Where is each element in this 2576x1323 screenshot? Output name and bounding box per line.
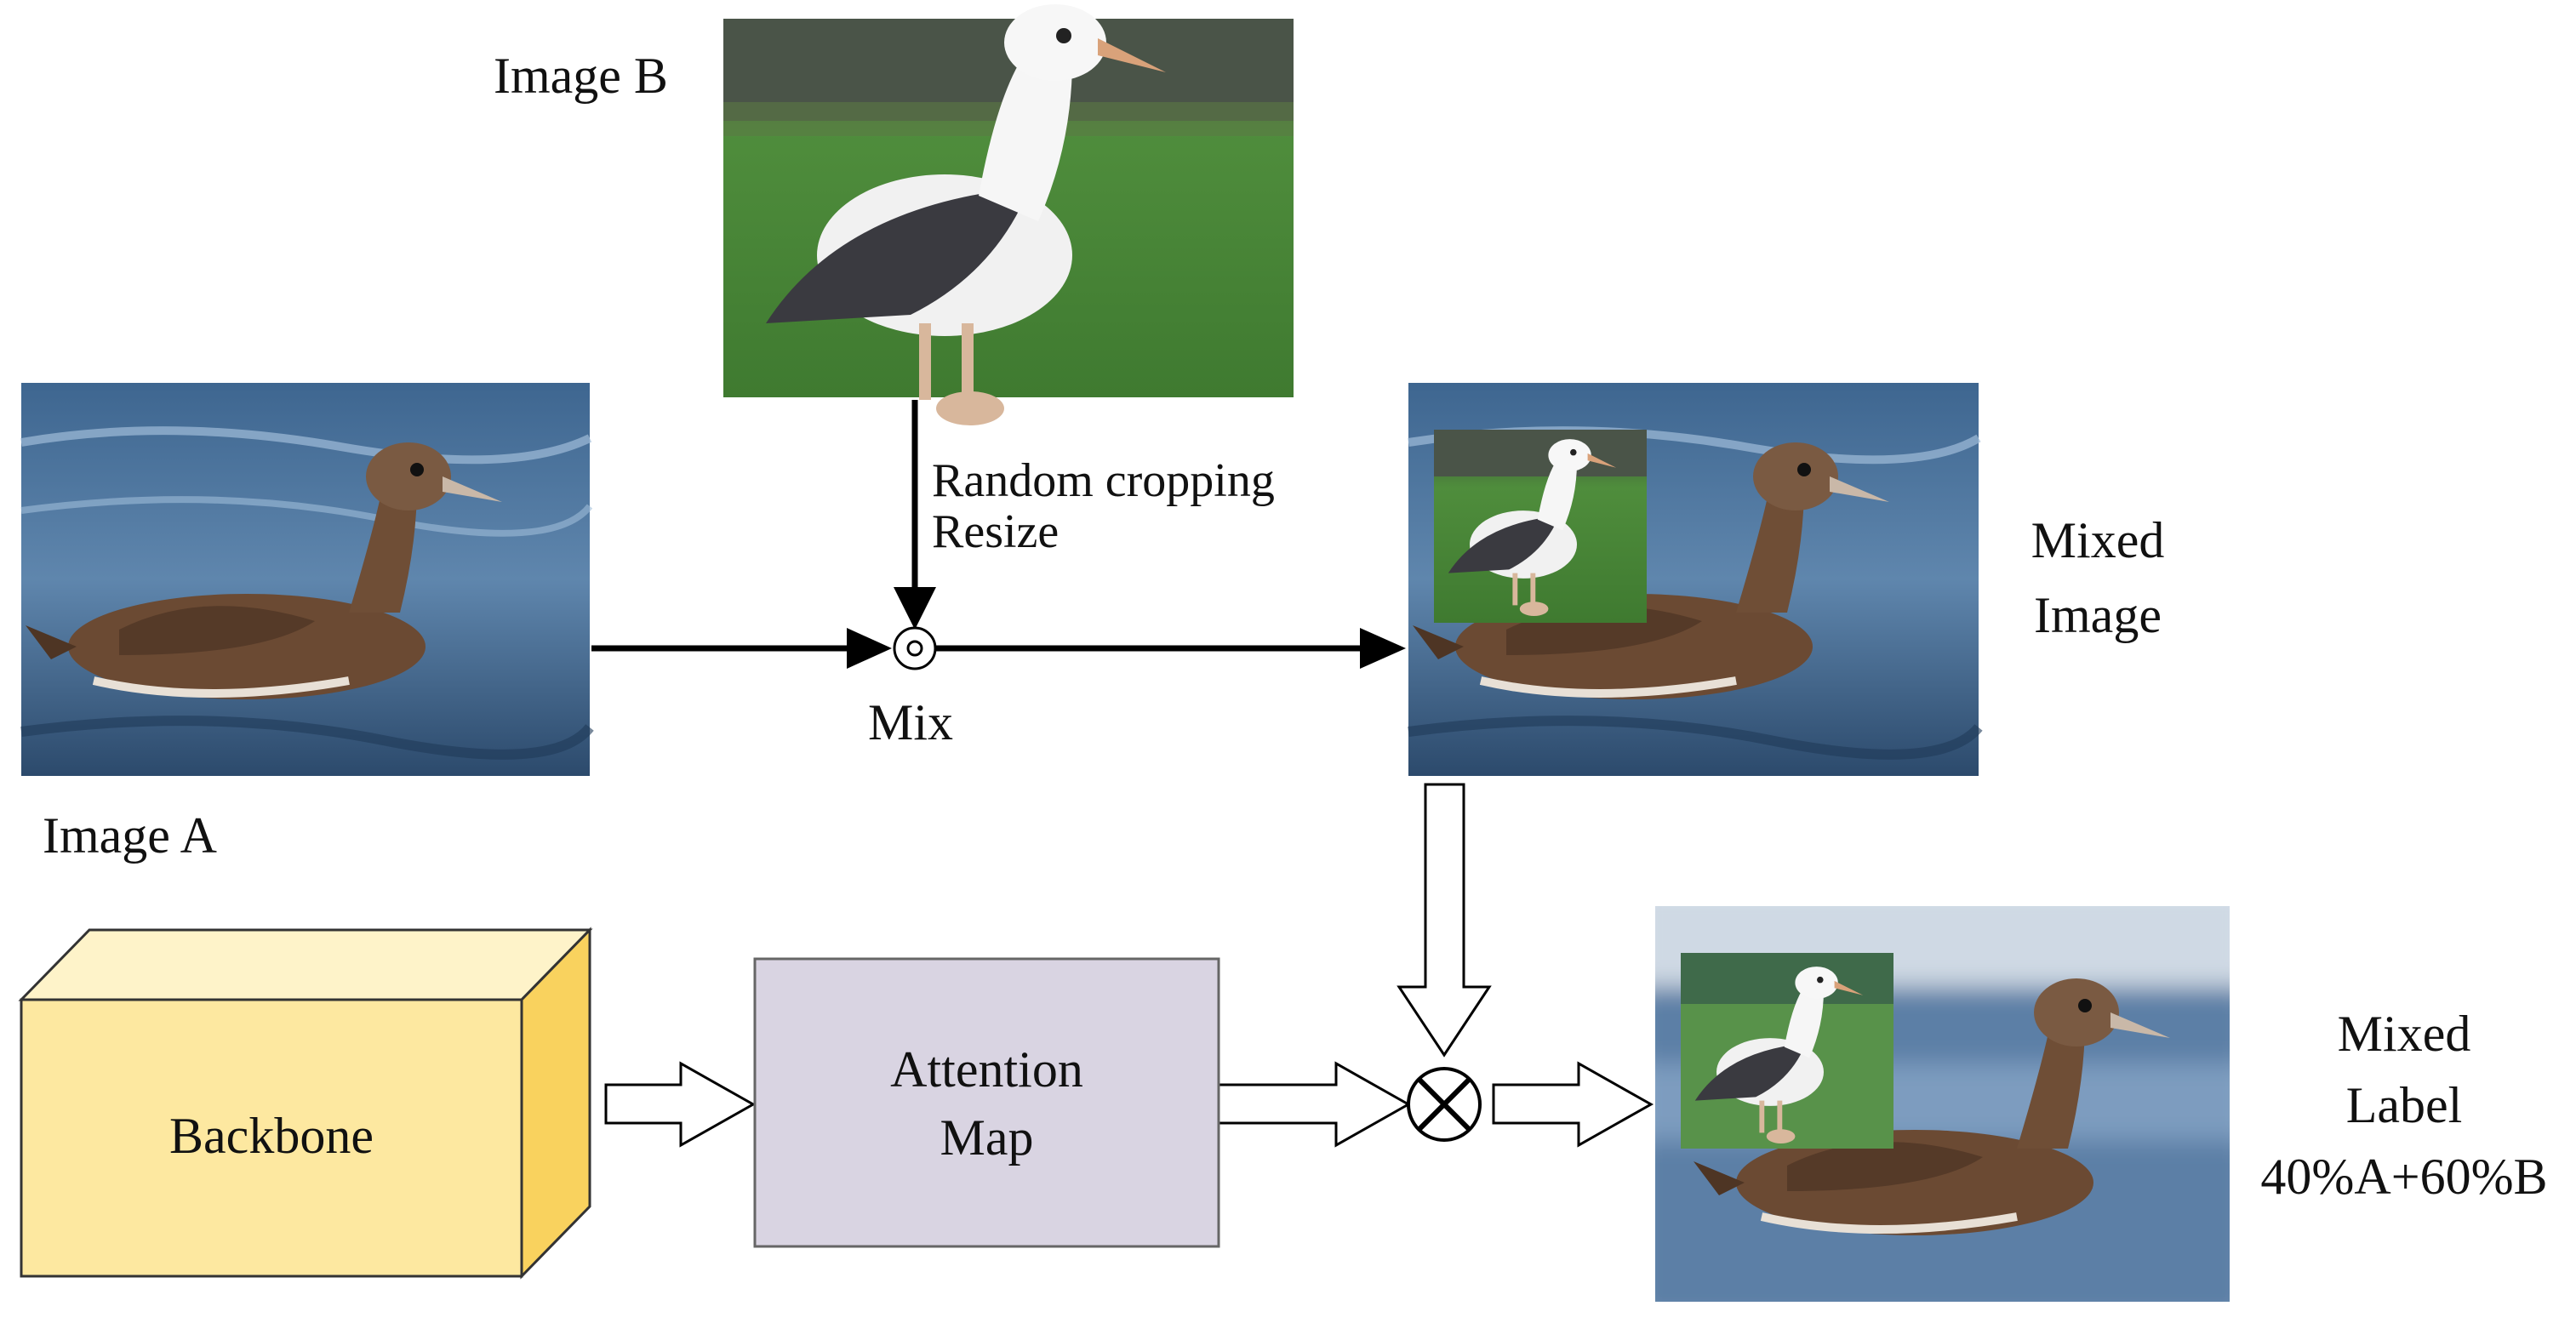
image-a-photo: [20, 383, 594, 776]
hollow-arrow-backbone-to-attention: [604, 1061, 757, 1148]
mixed-label-line1: Mixed: [2337, 1006, 2471, 1062]
mixed-image-photo: [1408, 383, 1983, 776]
mix-label: Mix: [868, 694, 954, 750]
attention-map-block: [753, 957, 1220, 1248]
mixed-label-photo: [1655, 906, 2230, 1302]
attention-map-label-line2: Map: [940, 1109, 1034, 1166]
image-b-label: Image B: [494, 48, 668, 104]
backbone-block: [18, 927, 593, 1280]
hollow-arrow-multiply-to-label: [1492, 1061, 1654, 1148]
arrowhead-a-to-mix: [847, 628, 892, 669]
image-a-label: Image A: [43, 807, 217, 864]
image-b-photo: [723, 4, 1294, 425]
arrowhead-mix-to-mixed: [1360, 628, 1406, 669]
attention-map-label-line1: Attention: [890, 1041, 1083, 1098]
mix-operator-icon: [893, 626, 937, 670]
arrowhead-b-to-mix: [894, 587, 936, 630]
backbone-label: Backbone: [169, 1108, 374, 1164]
hollow-arrow-mixed-to-multiply: [1397, 783, 1492, 1058]
resize-label: Resize: [932, 505, 1060, 558]
mixed-label-ratio: 40%A+60%B: [2260, 1149, 2548, 1205]
mixed-image-label-line1: Mixed: [2031, 512, 2165, 568]
hollow-arrow-attention-to-multiply: [1217, 1061, 1412, 1148]
mixed-label-line2: Label: [2345, 1077, 2463, 1133]
multiply-operator-icon: [1407, 1067, 1482, 1142]
random-cropping-label: Random cropping: [932, 454, 1275, 507]
mixed-image-label-line2: Image: [2034, 587, 2162, 643]
